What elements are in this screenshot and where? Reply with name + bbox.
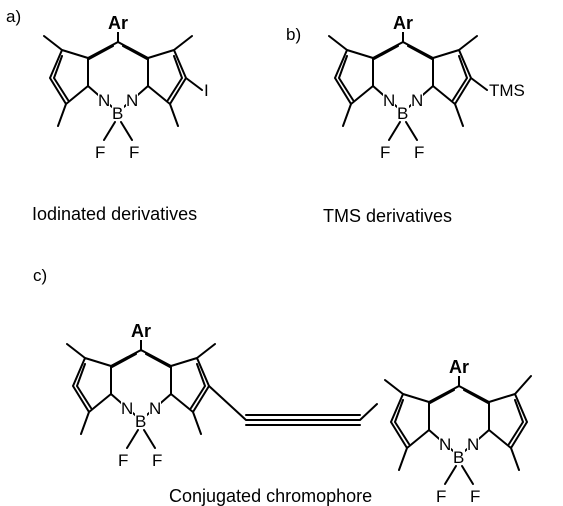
panel-a: a) Ar N N B F F I Iodinated derivatives <box>6 7 209 224</box>
fluorine-left-b: F <box>380 143 390 162</box>
diyne-linker <box>208 385 378 426</box>
boron-b: B <box>397 104 408 123</box>
nitrogen-right-a: N <box>126 91 138 110</box>
bodipy-core-a: Ar N N B F F I <box>43 12 209 162</box>
fluorine-left-c-right: F <box>436 487 446 506</box>
fluorine-left-c-left: F <box>118 451 128 470</box>
nitrogen-right-c-right: N <box>467 435 479 454</box>
boron-c-right: B <box>453 448 464 467</box>
nitrogen-left-b: N <box>383 91 395 110</box>
boron-a: B <box>112 104 123 123</box>
caption-c: Conjugated chromophore <box>169 486 372 506</box>
aryl-label-b: Ar <box>393 13 413 33</box>
nitrogen-left-a: N <box>98 91 110 110</box>
nitrogen-right-b: N <box>411 91 423 110</box>
bodipy-core-c-right: Ar N N B F F <box>384 356 532 506</box>
fluorine-left-a: F <box>95 143 105 162</box>
panel-b-label: b) <box>286 25 301 44</box>
panel-a-label: a) <box>6 7 21 26</box>
panel-b: b) Ar N N B F F TMS TMS derivatives <box>286 12 525 226</box>
aryl-label-a: Ar <box>108 13 128 33</box>
caption-b: TMS derivatives <box>323 206 452 226</box>
iodine-substituent: I <box>204 81 209 100</box>
nitrogen-right-c-left: N <box>149 399 161 418</box>
aryl-label-c-left: Ar <box>131 321 151 341</box>
fluorine-right-c-left: F <box>152 451 162 470</box>
fluorine-right-b: F <box>414 143 424 162</box>
caption-a: Iodinated derivatives <box>32 204 197 224</box>
fluorine-right-a: F <box>129 143 139 162</box>
bodipy-core-c-left: Ar N N B F F <box>66 320 216 470</box>
aryl-label-c-right: Ar <box>449 357 469 377</box>
tms-substituent: TMS <box>489 81 525 100</box>
boron-c-left: B <box>135 412 146 431</box>
bodipy-core-b: Ar N N B F F TMS <box>328 12 525 162</box>
nitrogen-left-c-right: N <box>439 435 451 454</box>
panel-c-label: c) <box>33 266 47 285</box>
fluorine-right-c-right: F <box>470 487 480 506</box>
nitrogen-left-c-left: N <box>121 399 133 418</box>
panel-c: c) Ar N N B F F Ar N N B <box>33 266 532 506</box>
